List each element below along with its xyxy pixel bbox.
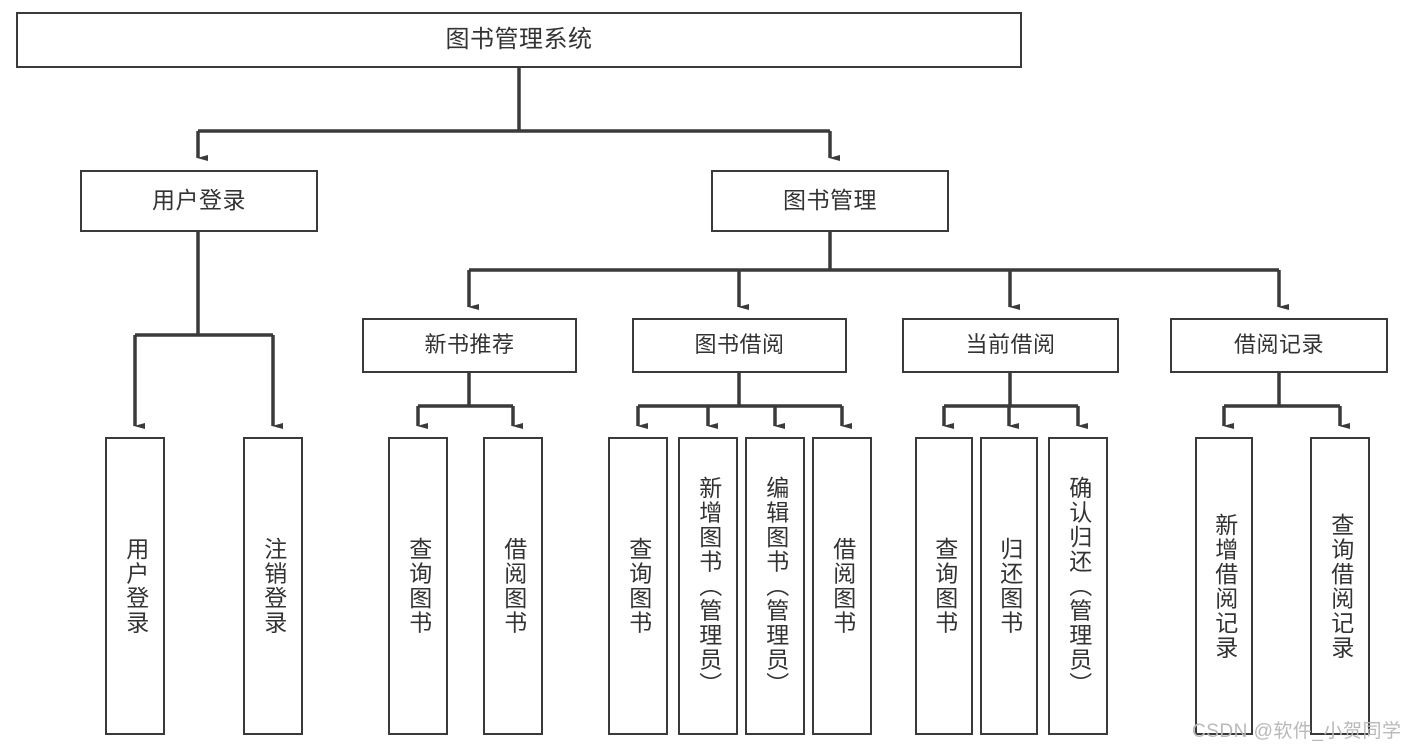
leaf-borrow-borrow-book[interactable]: 借阅图书	[812, 437, 872, 735]
node-current-borrow[interactable]: 当前借阅	[902, 318, 1119, 373]
node-label: 编辑图书（管理员）	[762, 475, 789, 697]
watermark-text: CSDN @软件_小贺同学	[1192, 721, 1402, 742]
leaf-borrow-add-book[interactable]: 新增图书（管理员）	[678, 437, 738, 735]
leaf-recommend-borrow-book[interactable]: 借阅图书	[483, 437, 543, 735]
leaf-recommend-query-book[interactable]: 查询图书	[388, 437, 448, 735]
leaf-record-query[interactable]: 查询借阅记录	[1310, 437, 1370, 735]
node-label: 借阅记录	[1233, 332, 1324, 358]
leaf-user-logout[interactable]: 注销登录	[243, 437, 303, 735]
node-label: 借阅图书	[829, 537, 856, 635]
node-label: 用户登录	[122, 537, 149, 635]
node-label: 归还图书	[996, 537, 1023, 635]
leaf-borrow-edit-book[interactable]: 编辑图书（管理员）	[745, 437, 805, 735]
node-label: 查询图书	[931, 537, 958, 635]
leaf-record-add[interactable]: 新增借阅记录	[1195, 437, 1253, 735]
node-label: 新增借阅记录	[1211, 512, 1238, 660]
node-label: 查询借阅记录	[1327, 512, 1354, 660]
node-label: 查询图书	[625, 537, 652, 635]
node-label: 注销登录	[260, 537, 287, 635]
node-root-system[interactable]: 图书管理系统	[16, 12, 1022, 68]
leaf-user-login[interactable]: 用户登录	[105, 437, 165, 735]
leaf-current-confirm-return[interactable]: 确认归还（管理员）	[1048, 437, 1108, 735]
node-book-borrow[interactable]: 图书借阅	[632, 318, 847, 373]
node-label: 确认归还（管理员）	[1065, 475, 1092, 697]
node-label: 新书推荐	[424, 332, 515, 358]
leaf-borrow-query-book[interactable]: 查询图书	[608, 437, 668, 735]
node-label: 图书借阅	[694, 332, 785, 358]
node-borrow-record[interactable]: 借阅记录	[1170, 318, 1388, 373]
node-book-management[interactable]: 图书管理	[711, 170, 949, 232]
node-user-login[interactable]: 用户登录	[80, 170, 318, 232]
node-label: 图书管理系统	[445, 25, 593, 53]
node-label: 查询图书	[405, 537, 432, 635]
node-label: 新增图书（管理员）	[695, 475, 722, 697]
leaf-current-return-book[interactable]: 归还图书	[980, 437, 1038, 735]
leaf-current-query-book[interactable]: 查询图书	[915, 437, 973, 735]
node-new-book-recommend[interactable]: 新书推荐	[362, 318, 577, 373]
node-label: 用户登录	[152, 187, 246, 214]
node-label: 图书管理	[783, 187, 877, 214]
node-label: 当前借阅	[965, 332, 1056, 358]
node-label: 借阅图书	[500, 537, 527, 635]
